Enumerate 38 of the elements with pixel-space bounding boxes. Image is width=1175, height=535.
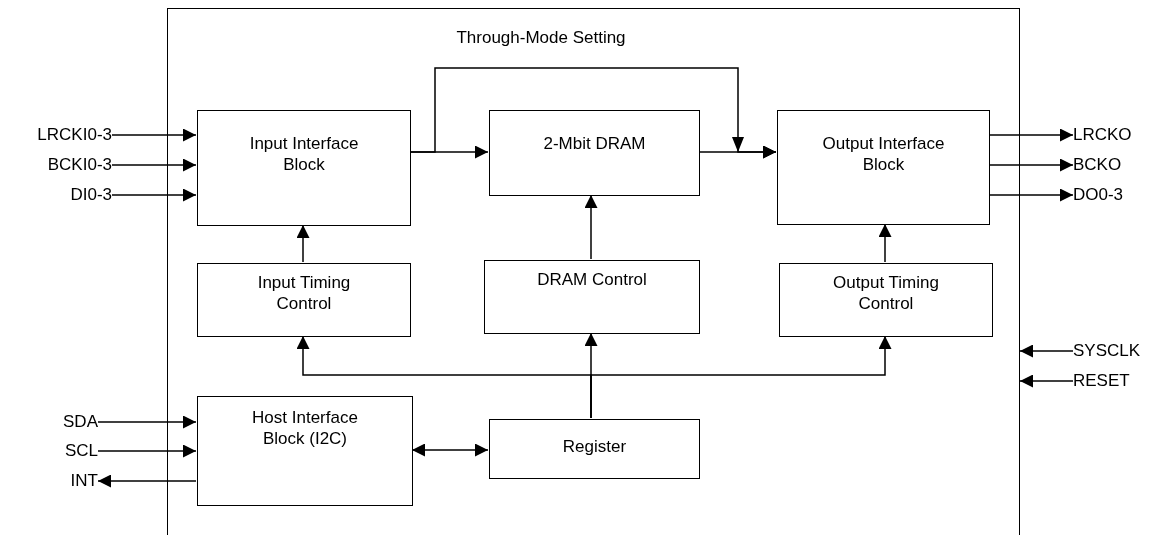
arrow [1019, 344, 1074, 358]
arrow [97, 444, 197, 458]
pin-label: DI0-3 [55, 184, 112, 206]
arrow [584, 194, 598, 260]
pin-label: LRCKI0-3 [10, 124, 112, 146]
arrow [988, 128, 1074, 142]
block-box: Input Timing Control [197, 263, 411, 337]
arrow [878, 223, 892, 263]
arrow [411, 443, 489, 457]
arrow [296, 224, 310, 263]
edge-label: Through-Mode Setting [456, 28, 626, 48]
block-box: 2-Mbit DRAM [489, 110, 700, 196]
arrow [988, 158, 1074, 172]
arrow [111, 158, 197, 172]
pin-label: DO0-3 [1073, 184, 1133, 206]
block-box: Input Interface Block [197, 110, 411, 226]
pin-label: LRCKO [1073, 124, 1143, 146]
arrow [97, 474, 197, 488]
block-box: DRAM Control [484, 260, 700, 334]
block-box: Output Timing Control [779, 263, 993, 337]
chip-outline [167, 8, 1020, 535]
arrow [111, 188, 197, 202]
pin-label: BCKI0-3 [23, 154, 112, 176]
arrow [988, 188, 1074, 202]
arrow [590, 335, 892, 419]
arrow [1019, 374, 1074, 388]
pin-label: SDA [50, 411, 98, 433]
arrow [698, 145, 777, 159]
arrow [97, 415, 197, 429]
block-box: Output Interface Block [777, 110, 990, 225]
pin-label: RESET [1073, 370, 1139, 392]
pin-label: BCKO [1073, 154, 1129, 176]
block-box: Host Interface Block (I2C) [197, 396, 413, 506]
arrow [111, 128, 197, 142]
block-box: Register [489, 419, 700, 479]
pin-label: SYSCLK [1073, 340, 1153, 362]
pin-label: SCL [53, 440, 98, 462]
pin-label: INT [52, 470, 98, 492]
